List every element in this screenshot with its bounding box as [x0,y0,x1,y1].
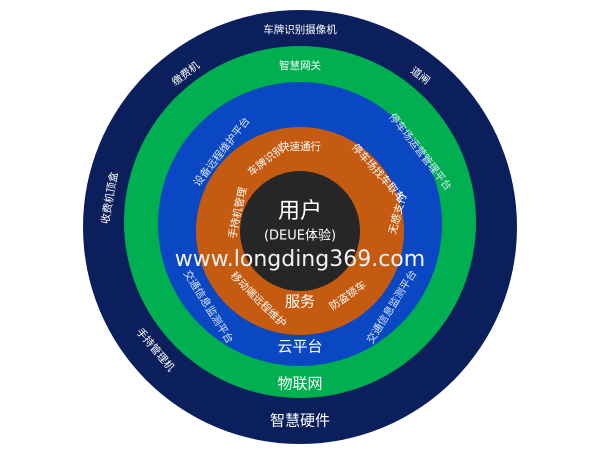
iot-item: 智慧网关 [279,59,321,72]
watermark: www.longding369.com [175,247,425,272]
hardware-label: 智慧硬件 [270,412,330,430]
hardware-item: 车牌识别摄像机 [263,23,337,36]
service-label: 服务 [285,293,315,311]
core-subtitle: (DEUE体验) [264,228,336,244]
iot-label: 物联网 [277,375,322,393]
service-item: 快速通行 [279,140,321,153]
core-title: 用户 [278,199,322,224]
cloud-label: 云平台 [277,338,322,356]
user-core [240,171,360,291]
hardware-item: 查询机 [520,201,537,234]
